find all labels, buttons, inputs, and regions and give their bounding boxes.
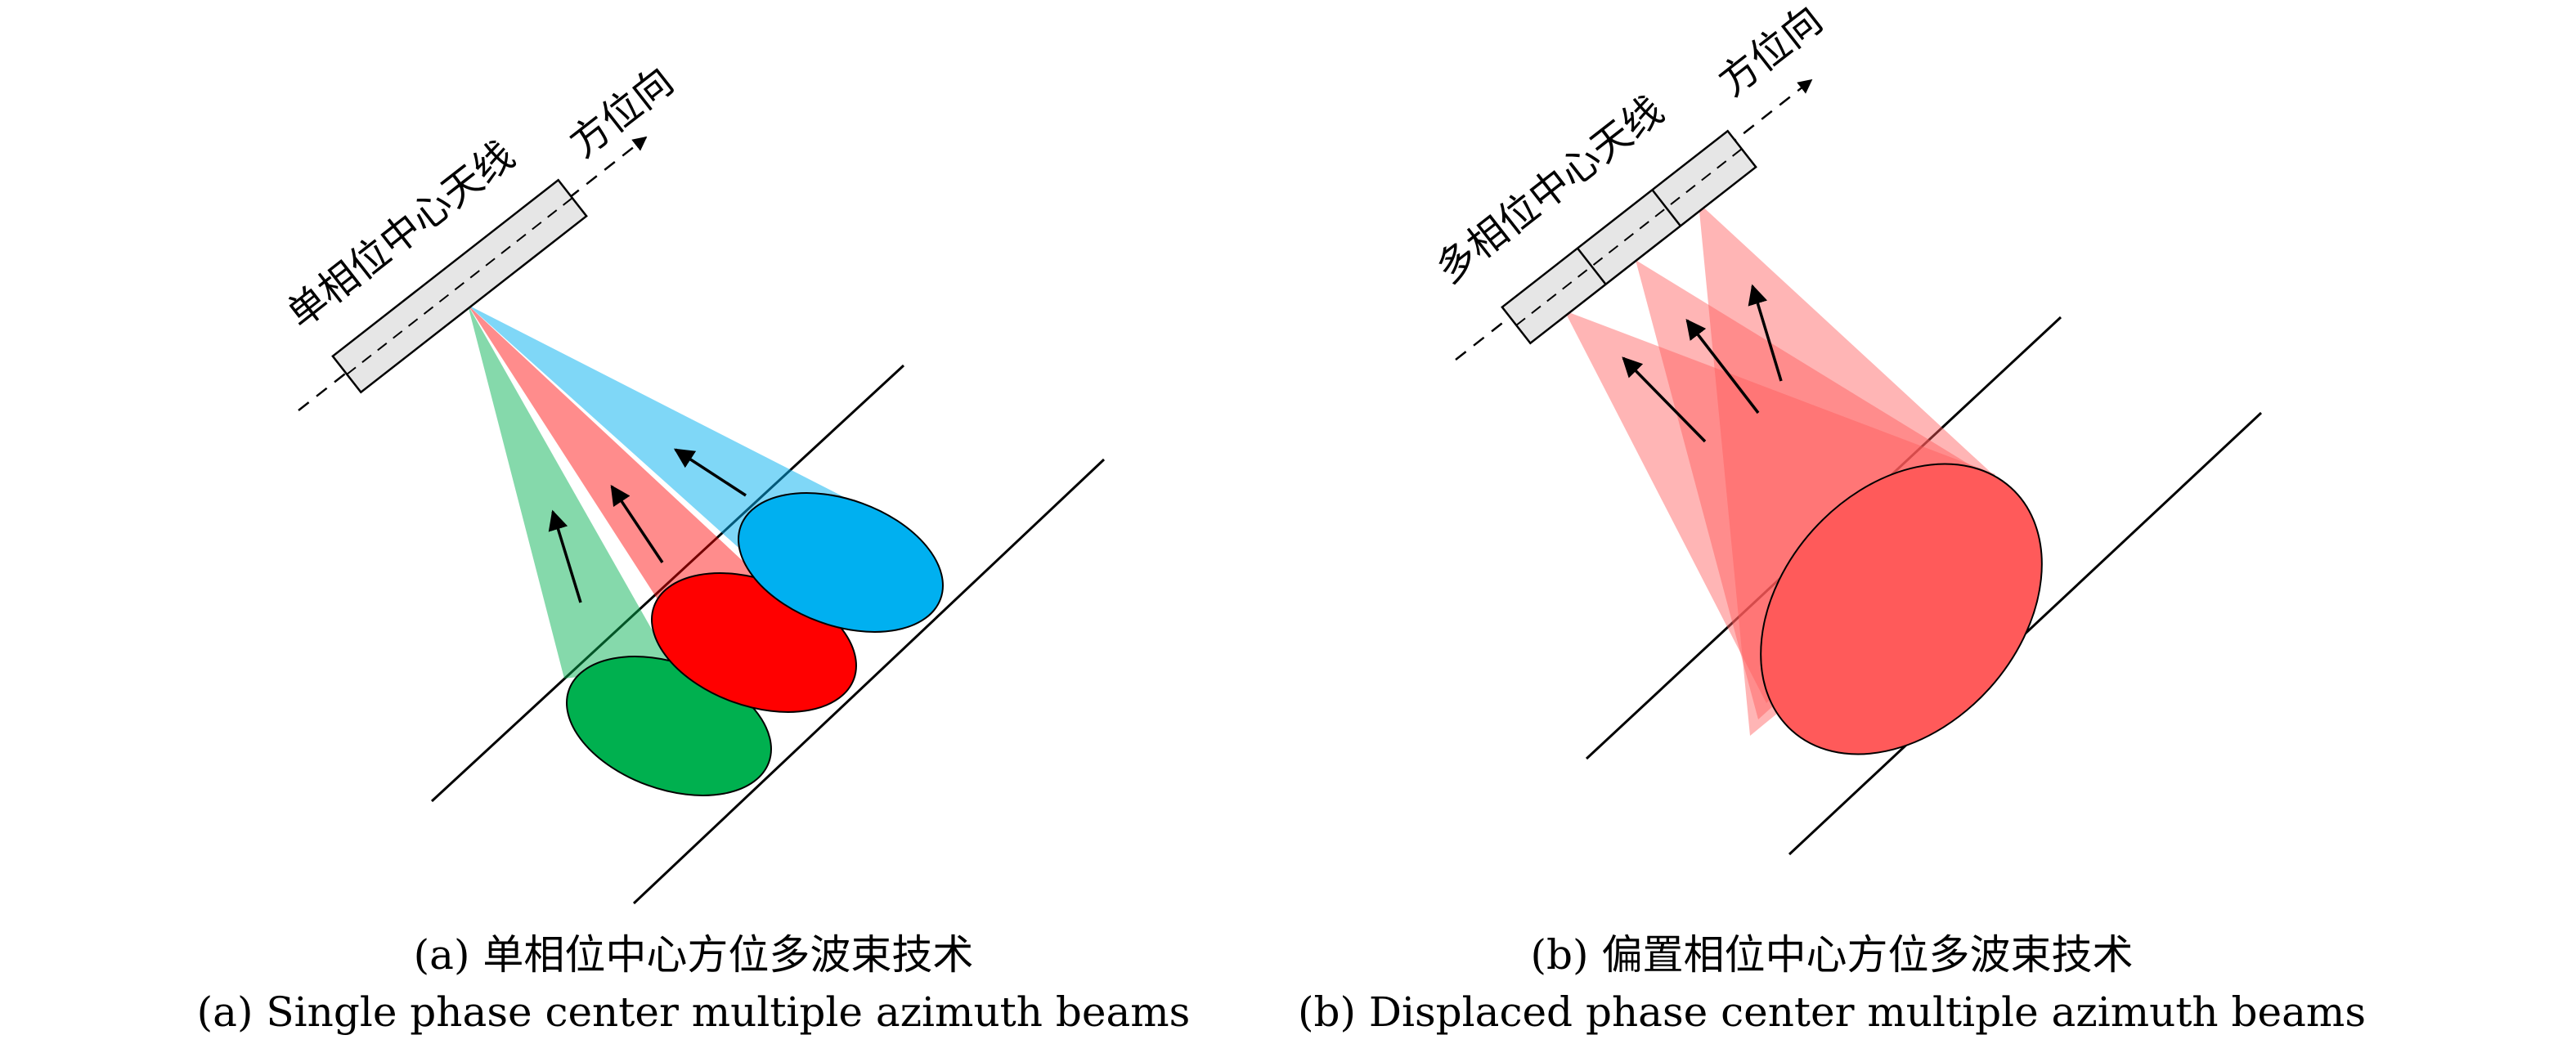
swath-line-far-a (632, 458, 1106, 905)
caption-en-a: (a) Single phase center multiple azimuth… (197, 988, 1191, 1036)
arrow-beam-blue (673, 448, 747, 497)
footprint-blue (738, 492, 944, 633)
arrow-displaced-2 (1685, 319, 1760, 414)
caption-cn-b: (b) 偏置相位中心方位多波束技术 (1531, 931, 2134, 979)
arrow-beam-red (610, 484, 664, 563)
arrow-displaced-1 (1622, 356, 1707, 443)
beam-cone-green (468, 305, 672, 679)
arrow-displaced-3 (1748, 284, 1783, 382)
azimuth-label-b: 方位向 (1710, 0, 1831, 105)
swath-line-near-a (430, 364, 905, 803)
arrow-beam-green (548, 509, 582, 603)
caption-en-b: (b) Displaced phase center multiple azim… (1298, 988, 2366, 1036)
caption-cn-a: (a) 单相位中心方位多波束技术 (414, 931, 974, 979)
antenna-centerline-b (1515, 148, 1743, 326)
panel-b: 多相位中心天线 方位向 (b) 偏置相位中心方位多波束技术 (b) Displa… (1298, 0, 2366, 1036)
antenna-centerline-a (346, 197, 573, 375)
azimuth-label-a: 方位向 (561, 58, 682, 167)
panel-a: 单相位中心天线 方位向 (a) 单相位中心方位多波束技术 (a) Single … (197, 58, 1191, 1036)
footprint-displaced (1760, 463, 2043, 755)
